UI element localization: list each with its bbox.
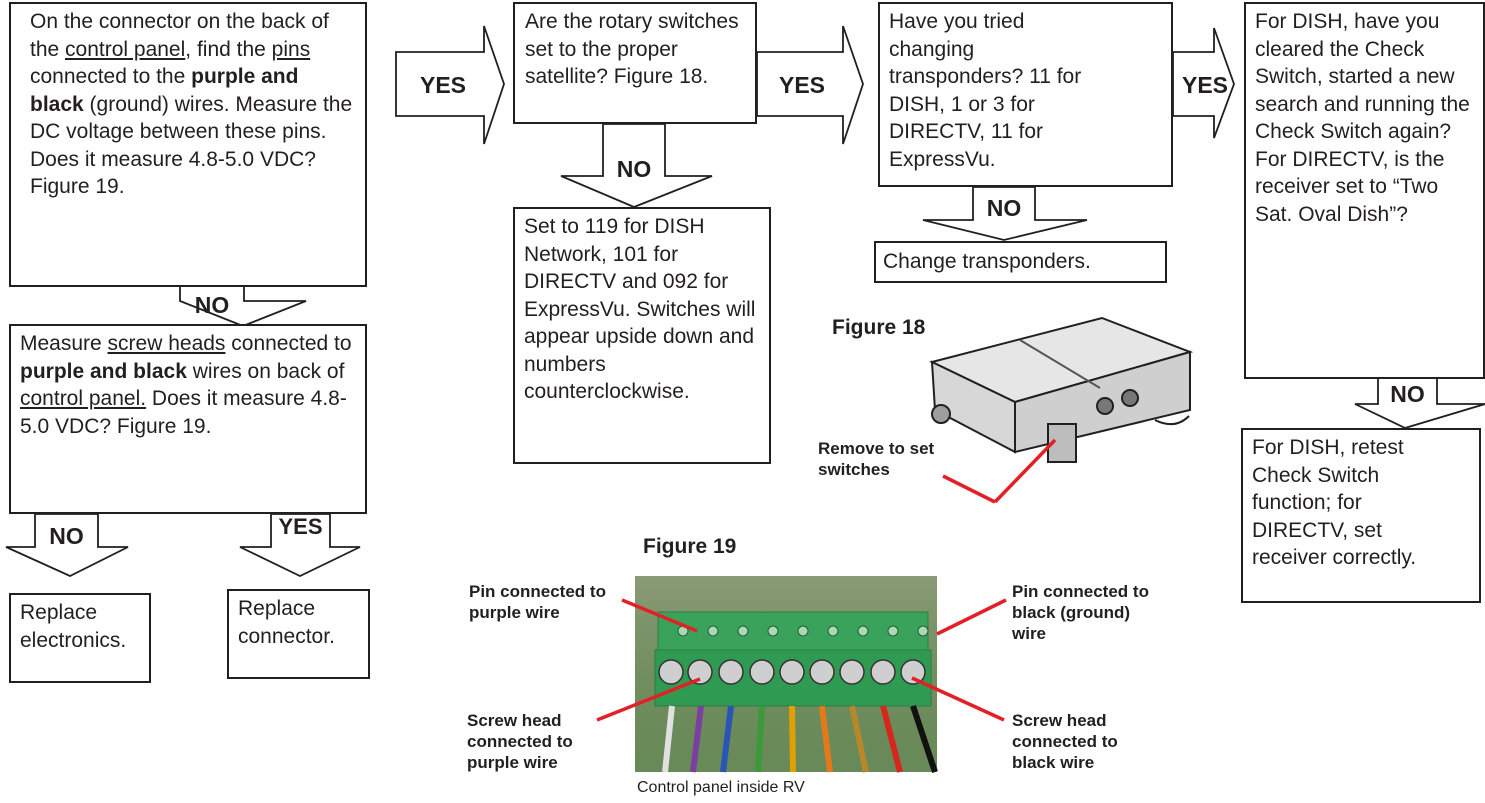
figure18-switch-box-sketch: [929, 316, 1194, 463]
no-arrow-rotary: [560, 123, 713, 208]
set-to-instructions-box: Set to 119 for DISH Network, 101 for DIR…: [513, 207, 771, 464]
figure19-pin-purple-label: Pin connected to purple wire: [469, 582, 606, 622]
yes-label-3: YES: [1181, 72, 1229, 98]
no-label-start: NO: [194, 292, 230, 318]
figure19-pin-black-label: Pin connected to black (ground) wire: [1012, 582, 1149, 643]
start-question-text: On the connector on the back of the cont…: [30, 10, 353, 198]
retest-instructions-box: For DISH, retest Check Switch function; …: [1241, 428, 1481, 603]
figure18-callout-line: [942, 474, 996, 504]
figure19-screw-purple-label: Screw head connected to purple wire: [467, 711, 573, 772]
yes-label-1: YES: [419, 72, 467, 98]
yes-arrow-2: [756, 25, 864, 145]
no-arrow-transponders: [922, 186, 1088, 241]
figure19-photo: [635, 576, 938, 773]
figure18-callout: Remove to set switches: [818, 439, 935, 479]
screw-heads-question-box: Measure screw heads connected to purple …: [9, 324, 367, 514]
yes-arrow-3: [1172, 27, 1235, 139]
rotary-switches-question-box: Are the rotary switches set to the prope…: [513, 2, 757, 124]
replace-electronics-box: Replace electronics.: [9, 593, 151, 683]
yes-label-2: YES: [778, 72, 826, 98]
yes-label-screw: YES: [278, 514, 323, 539]
no-label-screw: NO: [49, 523, 84, 549]
figure19-photo-caption: Control panel inside RV: [637, 779, 805, 796]
transponders-question-box: Have you tried changing transponders? 11…: [878, 2, 1173, 187]
figure19-screw-black-label: Screw head connected to black wire: [1012, 711, 1118, 772]
yes-arrow-1: [395, 25, 505, 145]
dish-check-switch-question-box: For DISH, have you cleared the Check Swi…: [1244, 2, 1485, 379]
figure19-title: Figure 19: [643, 535, 737, 558]
no-label-dish: NO: [1390, 381, 1425, 407]
figure19-callout-lines: [596, 598, 1007, 722]
figure18-title: Figure 18: [832, 316, 926, 339]
start-question-box: On the connector on the back of the cont…: [9, 2, 367, 287]
no-arrow-screw: [5, 513, 129, 577]
change-transponders-box: Change transponders.: [874, 241, 1167, 283]
no-arrow-dish: [1354, 377, 1485, 429]
replace-connector-box: Replace connector.: [227, 589, 370, 679]
yes-arrow-screw: [239, 513, 361, 577]
no-label-rotary: NO: [616, 156, 652, 182]
screw-heads-question-text: Measure screw heads connected to purple …: [20, 332, 352, 438]
no-label-transponders: NO: [986, 195, 1022, 221]
